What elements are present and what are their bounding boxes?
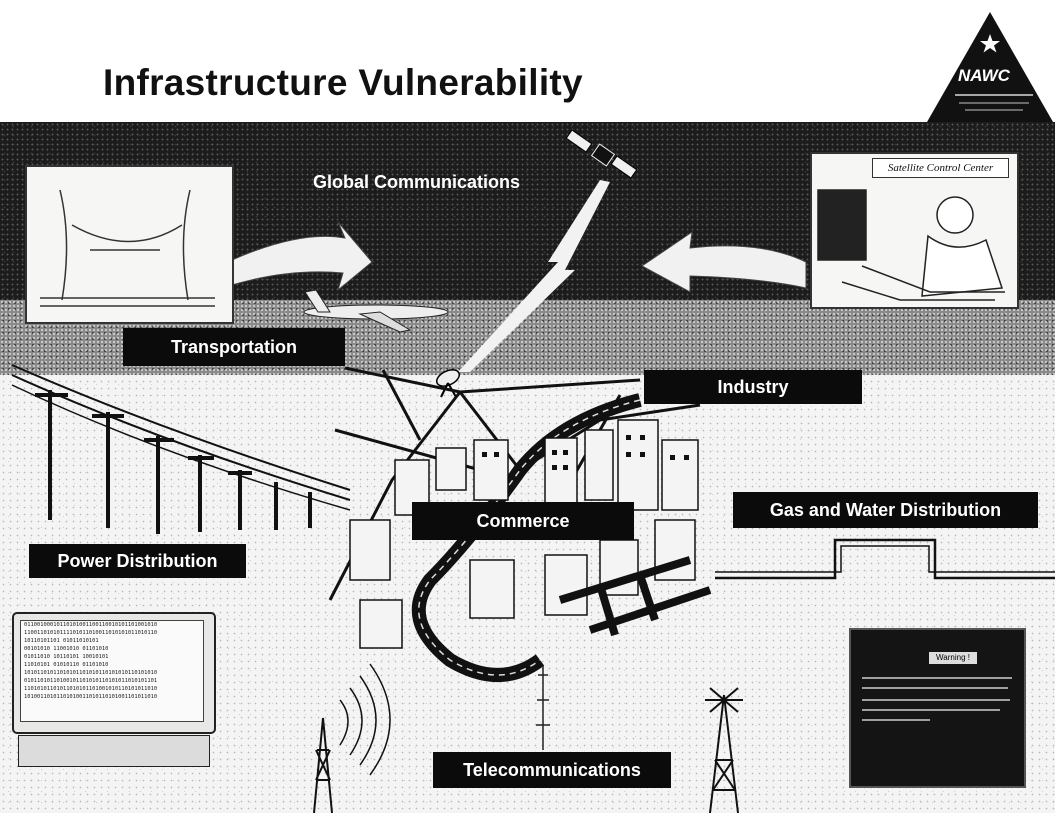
title-bar: Infrastructure Vulnerability [0, 0, 1055, 124]
arrow-right-icon [231, 221, 373, 292]
terminal-screen: 0110010001011010100110011001010110100101… [20, 620, 204, 722]
satellite-dish-icon [435, 369, 461, 398]
airplane-icon [303, 289, 449, 333]
pipeline [715, 538, 1055, 580]
satellite-icon [565, 129, 638, 179]
caption-power-distribution: Power Distribution [29, 544, 246, 578]
signal-beam [458, 180, 610, 372]
logo-text: NAWC [958, 66, 1010, 85]
arrow-left-icon [641, 230, 807, 293]
slide-title: Infrastructure Vulnerability [103, 62, 583, 103]
building-windows [482, 435, 689, 470]
street-grid [558, 556, 712, 637]
keyboard-icon [18, 735, 210, 767]
cell-tower-icon [536, 665, 550, 750]
radio-tower-icon [313, 717, 333, 813]
binary-line: 1100110101011110101101001101010101101011… [24, 630, 158, 636]
warning-label: Warning ! [929, 652, 977, 664]
nawc-logo [927, 12, 1053, 122]
antenna-tower-icon [705, 687, 743, 813]
caption-commerce: Commerce [412, 502, 634, 540]
binary-line: 10110101101 01011010101 [24, 638, 99, 644]
caption-transportation: Transportation [123, 328, 345, 366]
binary-line: 1010011010110101001101011010100110101101… [24, 694, 158, 700]
satellite-control-label: Satellite Control Center [872, 158, 1009, 178]
binary-line: 01011010 10110101 10010101 [24, 654, 109, 660]
radio-waves-icon [339, 663, 391, 776]
city-buildings [349, 419, 699, 649]
binary-line: 0110010001011010100110011001010110100101… [24, 622, 158, 628]
binary-line: 1101010110101101010110100101011010101101… [24, 686, 158, 692]
caption-global-communications: Global Communications [313, 172, 521, 192]
caption-gas-water-distribution: Gas and Water Distribution [733, 492, 1038, 528]
caption-telecommunications: Telecommunications [433, 752, 671, 788]
binary-line: 11010101 01010110 01101010 [24, 662, 109, 668]
binary-line: 0101101011010010110101011010101101010110… [24, 678, 158, 684]
utility-poles [35, 390, 312, 534]
binary-line: 00101010 11001010 01101010 [24, 646, 109, 652]
binary-line: 1010110101101010110101011010101011010101… [24, 670, 158, 676]
star-icon [980, 34, 1000, 53]
caption-industry: Industry [644, 370, 862, 404]
